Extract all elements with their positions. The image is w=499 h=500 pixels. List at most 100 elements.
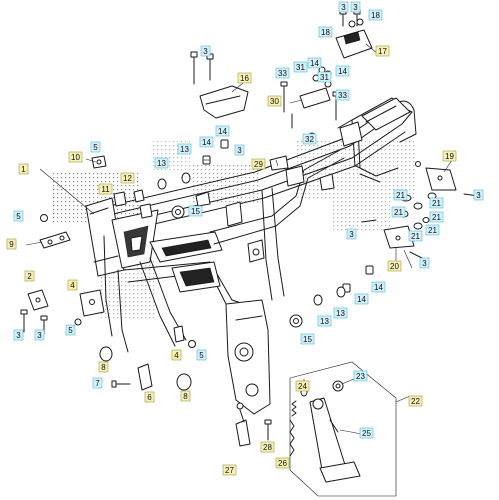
bracket-2: [27, 289, 49, 311]
callout-c14c: 14: [307, 57, 322, 69]
callout-number: 33: [338, 91, 347, 100]
callout-box: [393, 189, 408, 201]
callout-number: 9: [9, 240, 14, 249]
callout-number: 3: [476, 191, 481, 200]
callout-number: 13: [180, 145, 189, 154]
callout-number: 16: [240, 74, 249, 83]
callout-c31a: 31: [293, 61, 308, 73]
callout-c21c: 21: [429, 197, 444, 209]
bracket-19: [425, 167, 457, 191]
callout-box: [180, 390, 191, 402]
bushing-13-b: [157, 178, 167, 190]
callout-box: [295, 380, 310, 392]
callout-number: 15: [191, 207, 200, 216]
callout-number: 5: [199, 351, 204, 360]
plate-30: [299, 87, 331, 109]
grommet-15-a: [171, 205, 185, 219]
callout-c15a: 15: [188, 205, 203, 217]
callout-box: [251, 158, 266, 170]
callout-box: [90, 141, 101, 153]
callout-c12: 12: [120, 172, 135, 184]
bushing-13-d: [336, 286, 346, 298]
callout-number: 5: [93, 143, 98, 152]
callout-box: [144, 391, 155, 403]
callout-number: 21: [394, 208, 403, 217]
callout-box: [196, 349, 207, 361]
grommet-8-b: [176, 373, 192, 391]
callout-number: 23: [356, 372, 365, 381]
callout-number: 2: [27, 272, 32, 281]
bushing-13-a: [181, 172, 191, 184]
callout-number: 3: [349, 230, 354, 239]
callout-box: [13, 329, 24, 341]
callout-c30: 30: [267, 95, 282, 107]
bolt-3-top-b: [206, 53, 214, 81]
callout-box: [98, 361, 109, 373]
callout-box: [302, 133, 317, 145]
callout-c3h: 3: [13, 329, 24, 341]
callout-c8b: 8: [180, 390, 191, 402]
callout-c14f: 14: [371, 281, 386, 293]
callout-box: [391, 206, 406, 218]
callout-c1: 1: [18, 163, 29, 175]
callout-number: 14: [202, 138, 211, 147]
callout-box: [6, 238, 17, 250]
callout-c3d: 3: [234, 144, 245, 156]
callout-c9: 9: [6, 238, 17, 250]
callout-c8a: 8: [98, 361, 109, 373]
callout-c19: 19: [442, 150, 457, 162]
callout-c13a: 13: [177, 143, 192, 155]
callout-number: 3: [341, 3, 346, 12]
callout-number: 28: [263, 443, 272, 452]
callout-number: 21: [428, 226, 437, 235]
callout-number: 14: [374, 283, 383, 292]
callout-c28: 28: [260, 441, 275, 453]
callout-box: [275, 67, 290, 79]
callout-number: 15: [303, 335, 312, 344]
callout-c6: 6: [144, 391, 155, 403]
callout-box: [68, 151, 83, 163]
grommet-8-a: [99, 346, 113, 362]
callout-box: [222, 464, 237, 476]
bolt-3-top-c: [339, 9, 347, 27]
callout-box: [267, 95, 282, 107]
callout-box: [473, 189, 484, 201]
callout-number: 14: [357, 295, 366, 304]
callout-c2: 2: [24, 270, 35, 282]
callout-number: 11: [101, 185, 110, 194]
callout-number: 14: [218, 127, 227, 136]
callout-c31b: 31: [317, 71, 332, 83]
callout-box: [429, 211, 444, 223]
callout-box: [317, 315, 332, 327]
callout-number: 3: [203, 47, 208, 56]
callout-c21e: 21: [408, 230, 423, 242]
callout-number: 4: [174, 351, 179, 360]
callout-box: [92, 377, 103, 389]
callout-box: [335, 65, 350, 77]
callout-number: 20: [390, 262, 399, 271]
callout-c3c: 3: [350, 1, 361, 13]
callout-c26: 26: [275, 457, 290, 469]
callout-box: [300, 333, 315, 345]
callout-box: [307, 57, 322, 69]
callout-box: [387, 260, 402, 272]
callout-number: 14: [310, 59, 319, 68]
callout-number: 6: [147, 393, 152, 402]
callout-box: [188, 205, 203, 217]
callout-c4b: 4: [171, 349, 182, 361]
callout-number: 3: [16, 331, 21, 340]
callout-number: 13: [320, 317, 329, 326]
callout-box: [120, 172, 135, 184]
callout-box: [177, 143, 192, 155]
bracket-20: [383, 225, 415, 249]
callout-number: 7: [95, 379, 100, 388]
callout-number: 31: [320, 73, 329, 82]
callout-number: 21: [432, 199, 441, 208]
callout-c7: 7: [92, 377, 103, 389]
callout-c14e: 14: [354, 293, 369, 305]
callout-number: 5: [68, 326, 73, 335]
callout-c3b: 3: [338, 1, 349, 13]
callout-box: [419, 257, 430, 269]
callout-number: 33: [278, 69, 287, 78]
